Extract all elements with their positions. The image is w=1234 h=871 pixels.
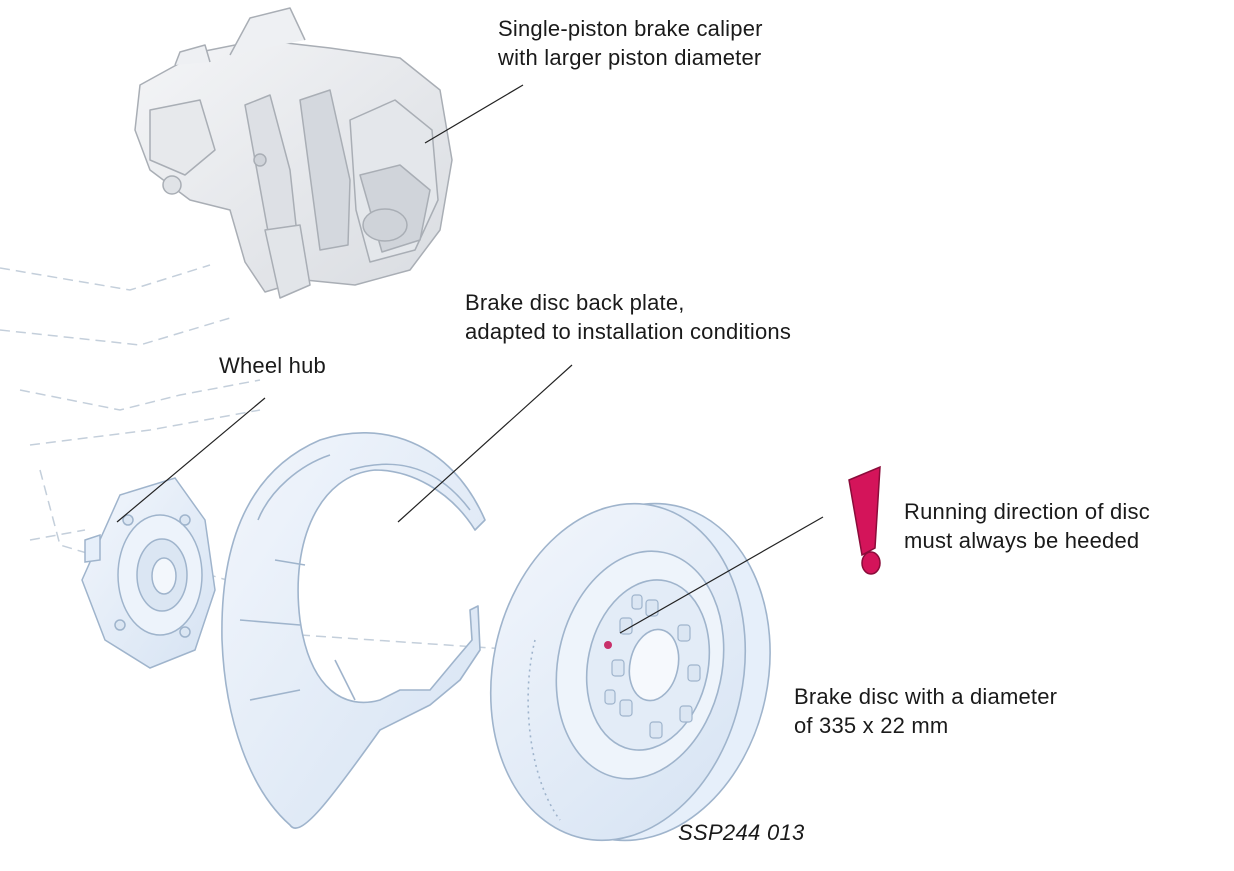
brake-disc-back-plate xyxy=(222,433,485,828)
brake-caliper xyxy=(135,8,452,298)
back-plate-label: Brake disc back plate, adapted to instal… xyxy=(465,288,791,346)
back-plate-leader-line xyxy=(398,365,572,522)
caliper-label: Single-piston brake caliper with larger … xyxy=(498,14,763,72)
brake-disc-label-line-2: of 335 x 22 mm xyxy=(794,711,1057,740)
warning-label-line-2: must always be heeded xyxy=(904,526,1150,555)
exclamation-mark-icon xyxy=(849,467,880,574)
wheel-hub-label: Wheel hub xyxy=(219,351,326,380)
caliper-label-line-2: with larger piston diameter xyxy=(498,43,763,72)
brake-disc-label: Brake disc with a diameter of 335 x 22 m… xyxy=(794,682,1057,740)
brake-disc-label-line-1: Brake disc with a diameter xyxy=(794,682,1057,711)
warning-label: Running direction of disc must always be… xyxy=(904,497,1150,555)
caliper-label-line-1: Single-piston brake caliper xyxy=(498,14,763,43)
wheel-hub xyxy=(82,478,215,668)
wheel-hub-label-text: Wheel hub xyxy=(219,351,326,380)
warning-label-line-1: Running direction of disc xyxy=(904,497,1150,526)
back-plate-label-line-1: Brake disc back plate, xyxy=(465,288,791,317)
figure-id: SSP244 013 xyxy=(678,820,805,846)
brake-disc xyxy=(460,479,800,865)
back-plate-label-line-2: adapted to installation conditions xyxy=(465,317,791,346)
